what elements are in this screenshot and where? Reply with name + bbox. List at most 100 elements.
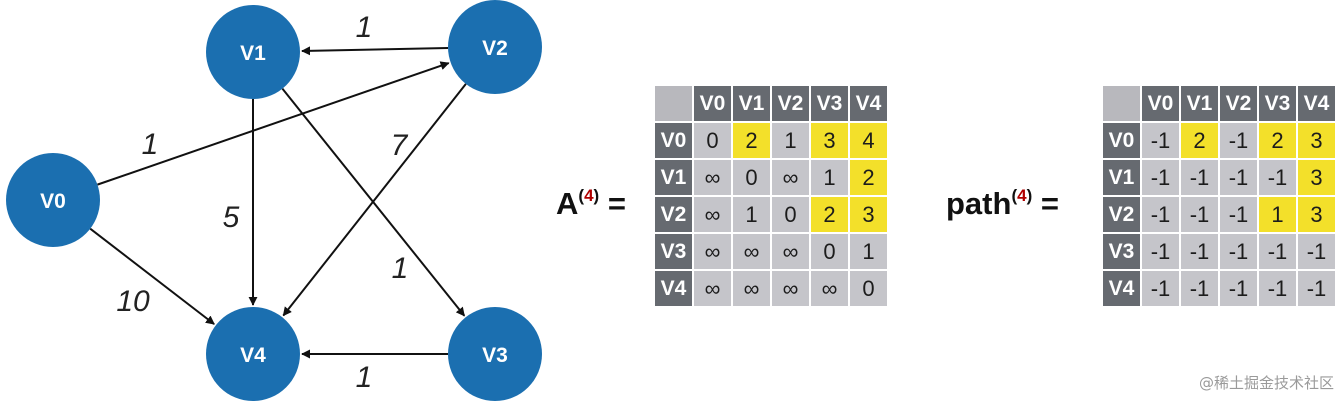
node-v4: [206, 307, 300, 401]
matrix-cell: -1: [1220, 271, 1257, 306]
column-header-v3: V3: [811, 86, 848, 121]
matrix-cell: 1: [772, 123, 809, 158]
matrix-path-label-index: 4: [1017, 186, 1027, 205]
matrix-cell: -1: [1181, 234, 1218, 269]
matrix-cell: -1: [1298, 234, 1335, 269]
node-v2: [448, 0, 542, 94]
matrix-path-label-equals: =: [1040, 186, 1059, 221]
edge-v2-v1: [301, 46, 449, 56]
edge-weight-v1-v3: 1: [392, 252, 409, 285]
matrix-cell: 1: [733, 197, 770, 232]
matrix-cell: ∞: [733, 271, 770, 306]
matrix-corner: [655, 86, 692, 121]
matrix-cell: 0: [811, 234, 848, 269]
node-label-v1: V1: [240, 42, 266, 65]
matrix-cell: -1: [1220, 123, 1257, 158]
edge-weight-v2-v1: 1: [356, 11, 373, 44]
matrix-cell: ∞: [694, 197, 731, 232]
matrix-cell: ∞: [772, 160, 809, 195]
row-header-v3: V3: [1103, 234, 1140, 269]
matrix-cell: ∞: [694, 234, 731, 269]
column-header-v2: V2: [1220, 86, 1257, 121]
edge-v0-v2: [97, 61, 450, 186]
column-header-v1: V1: [1181, 86, 1218, 121]
column-header-v1: V1: [733, 86, 770, 121]
matrix-cell-updated: 2: [1259, 123, 1296, 158]
edge-v2-v4: [282, 83, 467, 317]
matrix-cell: ∞: [772, 234, 809, 269]
row-header-v1: V1: [655, 160, 692, 195]
matrix-row: V3-1-1-1-1-1: [1103, 234, 1335, 269]
matrix-row: V4∞∞∞∞0: [655, 271, 887, 306]
column-header-v3: V3: [1259, 86, 1296, 121]
column-header-v0: V0: [694, 86, 731, 121]
matrix-a-label-index: 4: [584, 186, 594, 205]
node-label-v2: V2: [482, 37, 508, 60]
node-v3: [448, 307, 542, 401]
matrix-cell: 1: [850, 234, 887, 269]
edge-weight-v0-v4: 10: [116, 285, 150, 318]
matrix-a-label: A(4) =: [556, 186, 626, 221]
column-header-v4: V4: [1298, 86, 1335, 121]
matrix-cell: -1: [1181, 160, 1218, 195]
edge-weight-v1-v4: 5: [223, 201, 240, 234]
matrix-cell: -1: [1220, 234, 1257, 269]
matrix-cell: 0: [850, 271, 887, 306]
matrix-cell-updated: 3: [811, 123, 848, 158]
row-header-v1: V1: [1103, 160, 1140, 195]
edge-weight-v0-v2: 1: [142, 128, 159, 161]
matrix-row: V4-1-1-1-1-1: [1103, 271, 1335, 306]
matrix-cell-updated: 3: [1298, 123, 1335, 158]
watermark: @稀土掘金技术社区: [1198, 374, 1334, 392]
matrix-cell-updated: 2: [1181, 123, 1218, 158]
matrix-cell: -1: [1181, 271, 1218, 306]
node-v1: [206, 5, 300, 99]
matrix-cell: -1: [1259, 234, 1296, 269]
row-header-v2: V2: [1103, 197, 1140, 232]
matrix-cell-updated: 2: [850, 160, 887, 195]
row-header-v0: V0: [655, 123, 692, 158]
matrix-a-label-base: A: [556, 186, 579, 221]
edge-weight-v3-v4: 1: [356, 361, 373, 394]
matrix-cell-updated: 2: [733, 123, 770, 158]
row-header-v4: V4: [655, 271, 692, 306]
matrix-cell: -1: [1142, 197, 1179, 232]
matrix-cell: -1: [1142, 234, 1179, 269]
matrix-cell: -1: [1298, 271, 1335, 306]
edge-weight-v2-v4: 7: [391, 129, 409, 162]
row-header-v2: V2: [655, 197, 692, 232]
column-header-v4: V4: [850, 86, 887, 121]
matrix-cell-updated: 3: [1298, 197, 1335, 232]
matrix-corner: [1103, 86, 1140, 121]
matrix-cell: 0: [694, 123, 731, 158]
node-label-v0: V0: [40, 190, 66, 213]
matrix-cell: -1: [1259, 160, 1296, 195]
matrix-cell: ∞: [811, 271, 848, 306]
matrix-cell-updated: 3: [1298, 160, 1335, 195]
node-label-v3: V3: [482, 344, 508, 367]
node-v0: [6, 153, 100, 247]
matrix-cell: -1: [1220, 160, 1257, 195]
matrix-cell: -1: [1142, 271, 1179, 306]
matrix-a-label-equals: =: [607, 186, 626, 221]
column-header-v2: V2: [772, 86, 809, 121]
matrix-cell: 0: [772, 197, 809, 232]
matrix-cell: 1: [811, 160, 848, 195]
matrix-cell: ∞: [694, 160, 731, 195]
row-header-v4: V4: [1103, 271, 1140, 306]
matrix-cell-updated: 1: [1259, 197, 1296, 232]
matrix-cell: ∞: [694, 271, 731, 306]
row-header-v3: V3: [655, 234, 692, 269]
matrix-cell: -1: [1142, 123, 1179, 158]
matrix-cell: -1: [1259, 271, 1296, 306]
matrix-path-label-base: path: [946, 186, 1012, 221]
